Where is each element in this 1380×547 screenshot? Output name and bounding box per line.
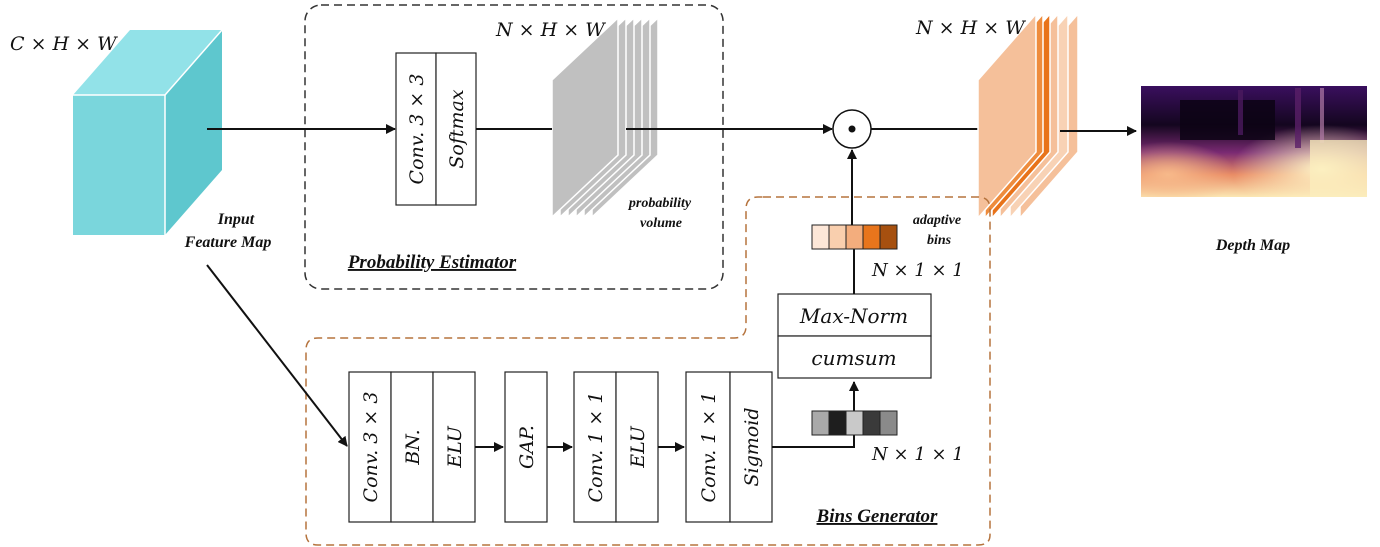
arrow-input-to-bins-generator xyxy=(206,264,348,447)
probability-estimator-border xyxy=(304,4,724,290)
adaptive-bins-label-line2: bins xyxy=(927,233,952,248)
input-feature-cube xyxy=(73,29,223,235)
line-sigmoid-to-norm xyxy=(772,381,859,448)
conv1x1-box-1 xyxy=(573,371,617,523)
probability-volume-dims: N × H × W xyxy=(495,19,606,41)
sigmoid-box xyxy=(729,371,773,523)
probability-volume-label-line1: probability xyxy=(628,196,692,211)
max-norm-box xyxy=(777,293,932,337)
cube-front-face xyxy=(73,95,165,235)
conv3x3-bins-label: Conv. 3 × 3 xyxy=(360,392,382,503)
gray-bins-vector xyxy=(811,410,898,436)
max-norm-label: Max-Norm xyxy=(799,304,908,328)
conv1x1-box-2 xyxy=(685,371,731,523)
fusion-operator-dot xyxy=(848,125,856,133)
adaptive-bins-label-line1: adaptive xyxy=(913,213,961,228)
cumsum-box xyxy=(777,335,932,379)
gray-bins-dims: N × 1 × 1 xyxy=(871,444,964,465)
bn-box xyxy=(390,371,434,523)
probability-volume xyxy=(551,16,659,219)
conv3x3-estimator-label: Conv. 3 × 3 xyxy=(406,74,428,185)
conv1x1-label-1: Conv. 1 × 1 xyxy=(585,392,607,503)
conv1x1-label-2: Conv. 1 × 1 xyxy=(698,392,720,503)
elu-label-2: ELU xyxy=(627,425,649,468)
bn-label: BN. xyxy=(402,429,424,465)
softmax-label: Softmax xyxy=(446,89,468,168)
conv3x3-bins-box xyxy=(348,371,392,523)
cumsum-label: cumsum xyxy=(811,346,896,370)
adaptive-bins-dims: N × 1 × 1 xyxy=(871,260,964,281)
input-label-line2: Feature Map xyxy=(184,234,272,251)
probability-volume-label-line2: volume xyxy=(640,216,682,231)
gap-box xyxy=(504,371,548,523)
gap-label: GAP. xyxy=(516,425,538,469)
bins-generator-title: Bins Generator xyxy=(816,506,938,527)
depth-map-label: Depth Map xyxy=(1215,237,1290,254)
probability-estimator-title: Probability Estimator xyxy=(347,252,517,273)
input-dims: C × H × W xyxy=(10,33,118,55)
elu-box-2 xyxy=(615,371,659,523)
output-volume-dims: N × H × W xyxy=(915,17,1026,39)
elu-box-1 xyxy=(432,371,476,523)
adaptive-bins-vector xyxy=(811,224,898,250)
input-label-line1: Input xyxy=(217,211,255,228)
sigmoid-label: Sigmoid xyxy=(741,408,763,487)
conv3x3-estimator-box xyxy=(395,52,437,206)
cube-top-face xyxy=(73,30,222,95)
bins-generator-border xyxy=(305,196,991,546)
cube-side-face xyxy=(165,30,222,235)
elu-label-1: ELU xyxy=(444,425,466,468)
depth-map-image xyxy=(1141,86,1367,197)
output-volume xyxy=(977,12,1079,220)
